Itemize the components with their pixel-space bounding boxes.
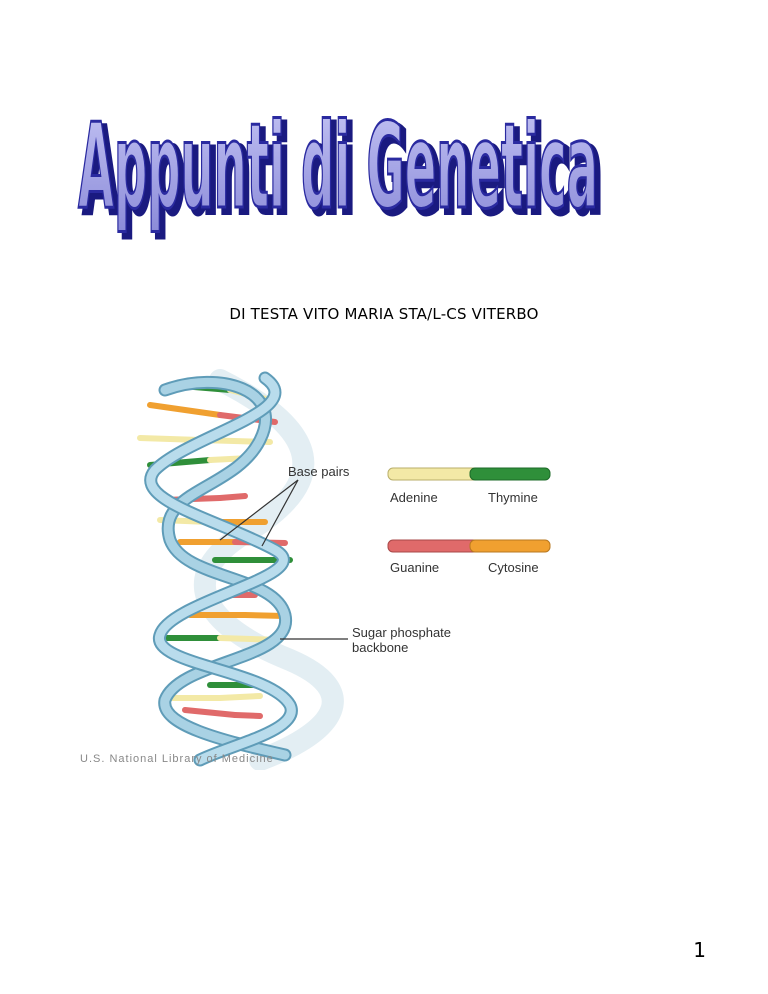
base-pair — [162, 693, 263, 701]
dna-figure: Base pairs Adenine Thymine Guanine Cytos… — [70, 360, 590, 771]
label-adenine: Adenine — [390, 490, 438, 505]
label-cytosine: Cytosine — [488, 560, 539, 575]
callout-line — [261, 479, 299, 547]
legend-gc: Guanine Cytosine — [387, 539, 551, 575]
label-thymine: Thymine — [488, 490, 538, 505]
dna-diagram: Base pairs Adenine Thymine Guanine Cytos… — [80, 369, 551, 771]
label-sugar-phosphate: Sugar phosphate — [352, 625, 451, 640]
base-pair — [162, 635, 283, 643]
base-pair — [182, 707, 263, 719]
label-guanine: Guanine — [390, 560, 439, 575]
label-base-pairs: Base pairs — [288, 464, 350, 479]
helix-shadow — [193, 369, 344, 771]
title-wordart: Appunti di Genetica Appunti di Genetica — [60, 70, 620, 250]
legend-at: Adenine Thymine — [387, 467, 551, 505]
title-svg: Appunti di Genetica Appunti di Genetica — [77, 96, 607, 244]
page-number: 1 — [693, 938, 706, 962]
document-title: Appunti di Genetica — [78, 97, 598, 235]
document-title-shadow: Appunti di Genetica — [83, 102, 603, 240]
base-pair — [187, 612, 288, 619]
author-line: DI TESTA VITO MARIA STA/L-CS VITERBO — [229, 305, 539, 323]
callout-line — [219, 479, 299, 541]
image-credit: U.S. National Library of Medicine — [80, 753, 274, 765]
label-backbone: backbone — [352, 640, 408, 655]
